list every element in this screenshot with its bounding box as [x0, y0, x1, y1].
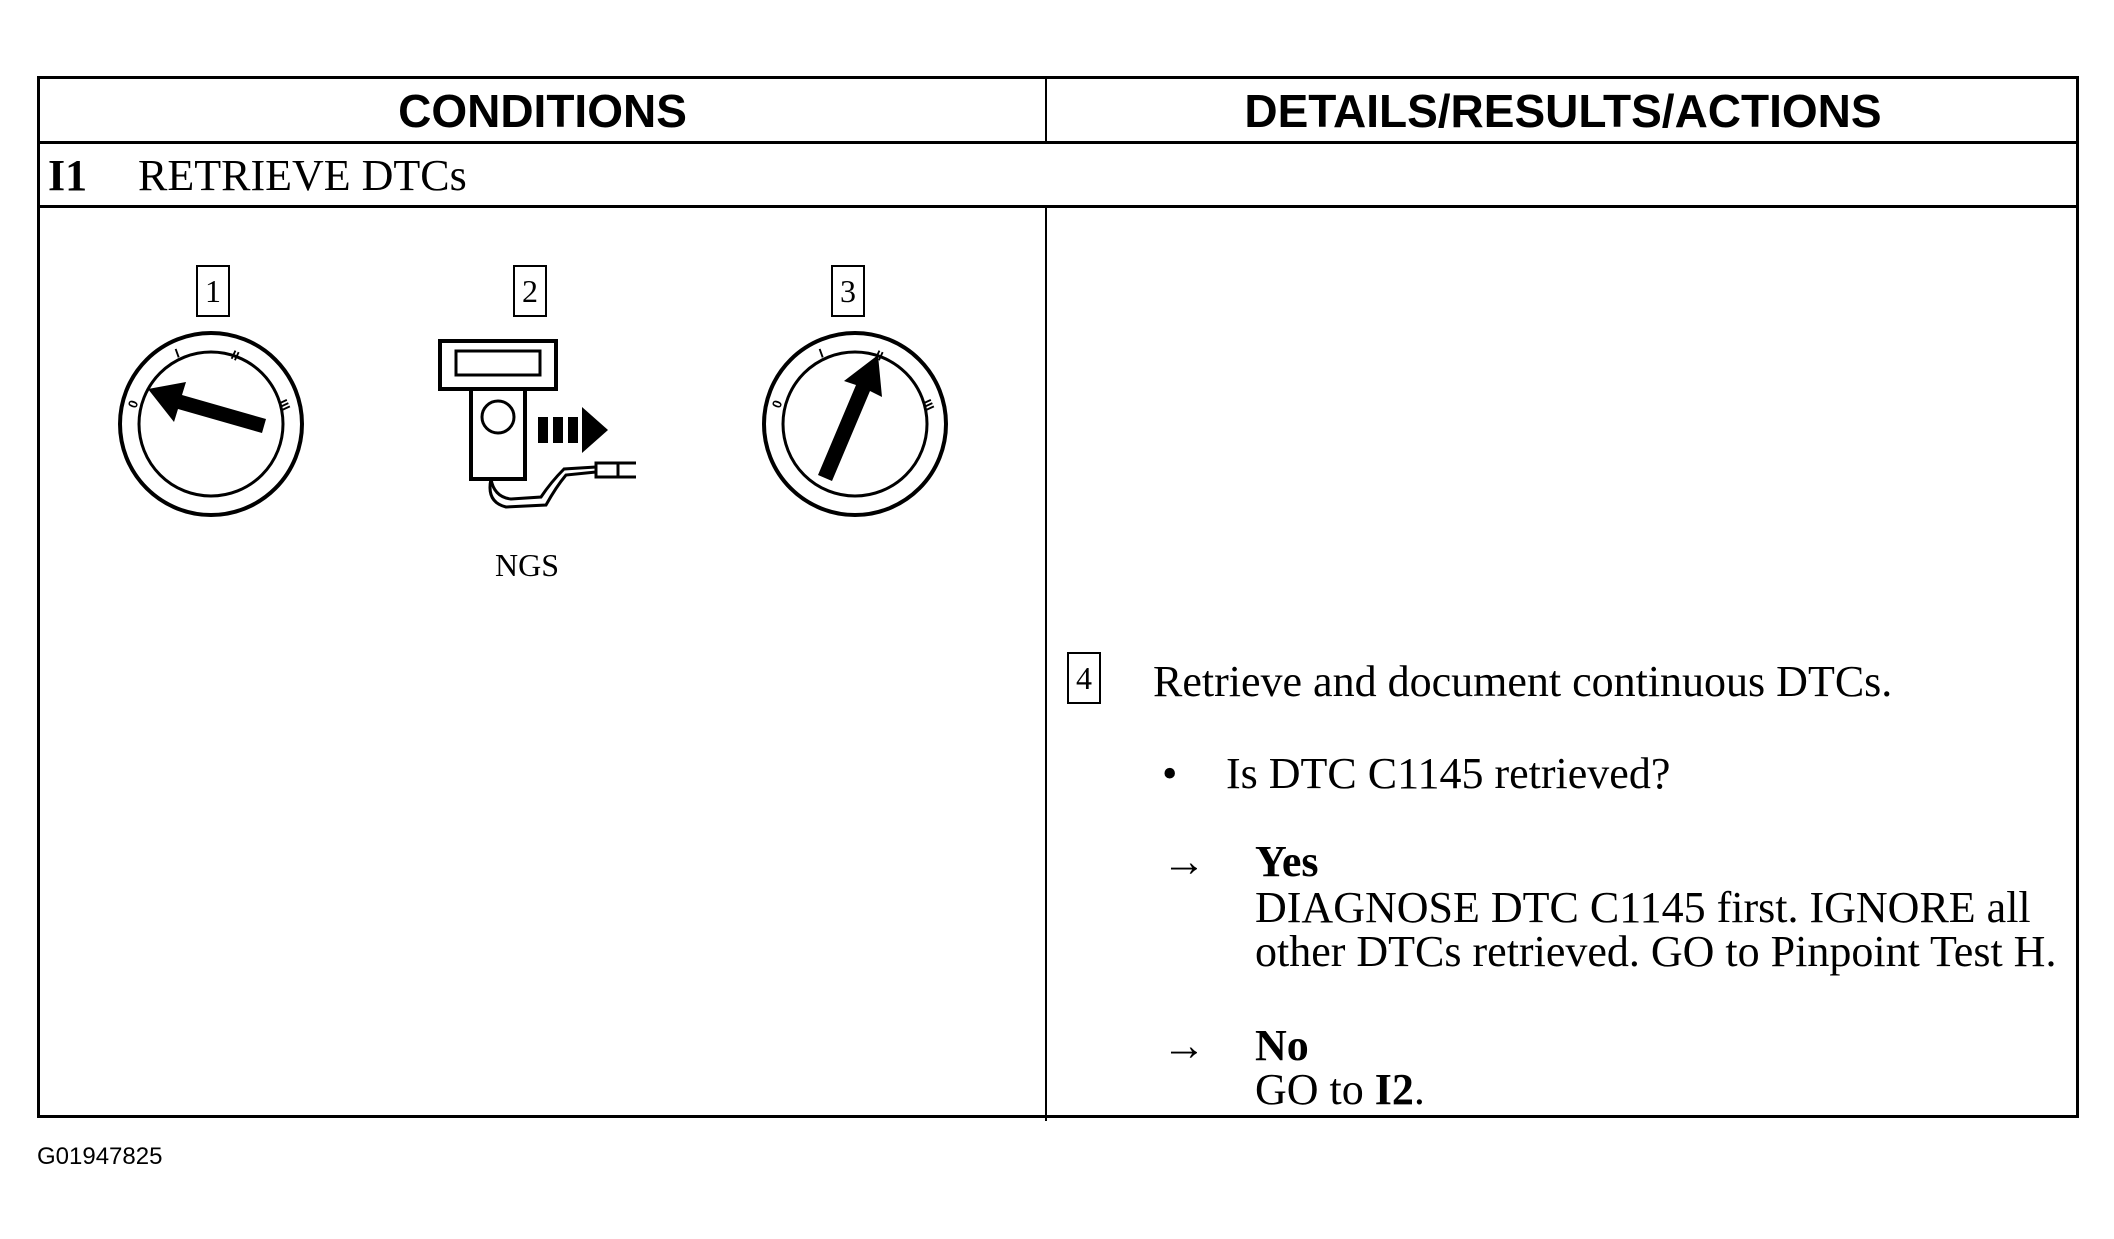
section-title: RETRIEVE DTCs	[138, 150, 467, 200]
bullet: •	[1162, 749, 1178, 798]
yes-label: Yes	[1255, 837, 1319, 886]
ignition-off-icon: 0 I II III	[118, 331, 304, 517]
no-action-prefix: GO to	[1255, 1065, 1375, 1114]
no-action: GO to I2.	[1255, 1064, 1425, 1115]
no-action-suffix: .	[1413, 1065, 1425, 1114]
figure-id: G01947825	[37, 1143, 163, 1170]
step-1-box: 1	[196, 265, 230, 317]
section-title-row: I1 RETRIEVE DTCs	[48, 145, 467, 205]
ignition-run-icon: 0 I II III	[762, 331, 948, 517]
column-divider-header	[1045, 79, 1047, 141]
ngs-tester-icon	[438, 339, 636, 509]
no-arrow-icon: →	[1162, 1021, 1206, 1070]
conditions-header: CONDITIONS	[398, 85, 687, 137]
diagnostic-table: CONDITIONS DETAILS/RESULTS/ACTIONS I1 RE…	[37, 76, 2079, 1121]
header-divider	[40, 141, 2076, 144]
step-4-box: 4	[1067, 652, 1101, 704]
details-header: DETAILS/RESULTS/ACTIONS	[1244, 85, 1882, 137]
question-text: Is DTC C1145 retrieved?	[1226, 749, 1671, 798]
yes-arrow-icon: →	[1162, 837, 1206, 886]
yes-action-line1: DIAGNOSE DTC C1145 first. IGNORE all	[1255, 883, 2031, 932]
mark-1: I	[817, 345, 826, 360]
column-divider-body	[1045, 207, 1047, 1121]
section-divider	[40, 205, 2076, 208]
mark-0: 0	[769, 398, 786, 410]
yes-action-line2: other DTCs retrieved. GO to Pinpoint Tes…	[1255, 927, 2057, 976]
section-number: I1	[48, 150, 88, 200]
no-label: No	[1255, 1021, 1309, 1070]
no-action-target: I2	[1374, 1065, 1414, 1114]
mark-0: 0	[125, 398, 142, 410]
ngs-label: NGS	[495, 547, 560, 583]
mark-2: II	[229, 347, 242, 364]
step-2-box: 2	[513, 265, 547, 317]
instruction-text: Retrieve and document continuous DTCs.	[1153, 657, 1893, 706]
step-3-box: 3	[831, 265, 865, 317]
mark-1: I	[173, 345, 182, 360]
